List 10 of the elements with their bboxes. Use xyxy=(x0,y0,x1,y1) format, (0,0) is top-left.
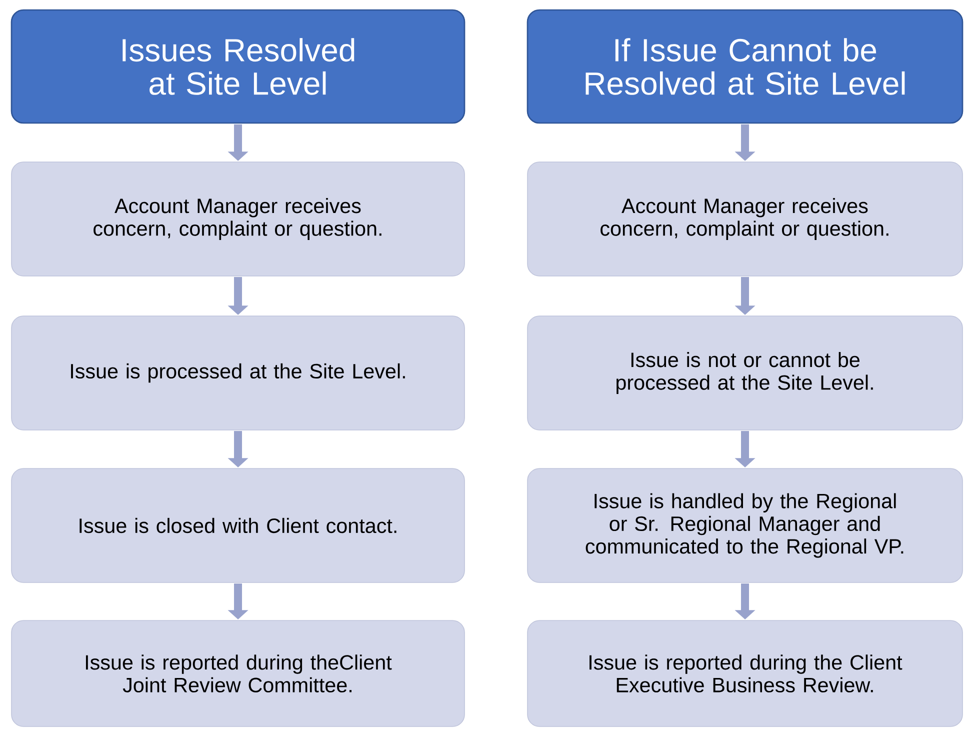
process-box: Issue is reported during theClient Joint Review Committee. xyxy=(11,620,465,727)
process-box: Issue is handled by the Regional or Sr. Regional Manager and communicated to the Regional VP. xyxy=(527,468,963,583)
header-box: Issues Resolved at Site Level xyxy=(10,9,466,124)
process-box: Issue is processed at the Site Level. xyxy=(11,316,465,430)
process-box: Issue is closed with Client contact. xyxy=(11,468,465,583)
process-box: Issue is reported during the Client Executive Business Review. xyxy=(527,620,963,727)
header-box: If Issue Cannot be Resolved at Site Level xyxy=(526,9,964,124)
process-box: Issue is not or cannot be processed at the Site Level. xyxy=(527,316,963,430)
process-box: Account Manager receives concern, complaint or question. xyxy=(527,162,963,276)
process-box: Account Manager receives concern, complaint or question. xyxy=(11,162,465,276)
